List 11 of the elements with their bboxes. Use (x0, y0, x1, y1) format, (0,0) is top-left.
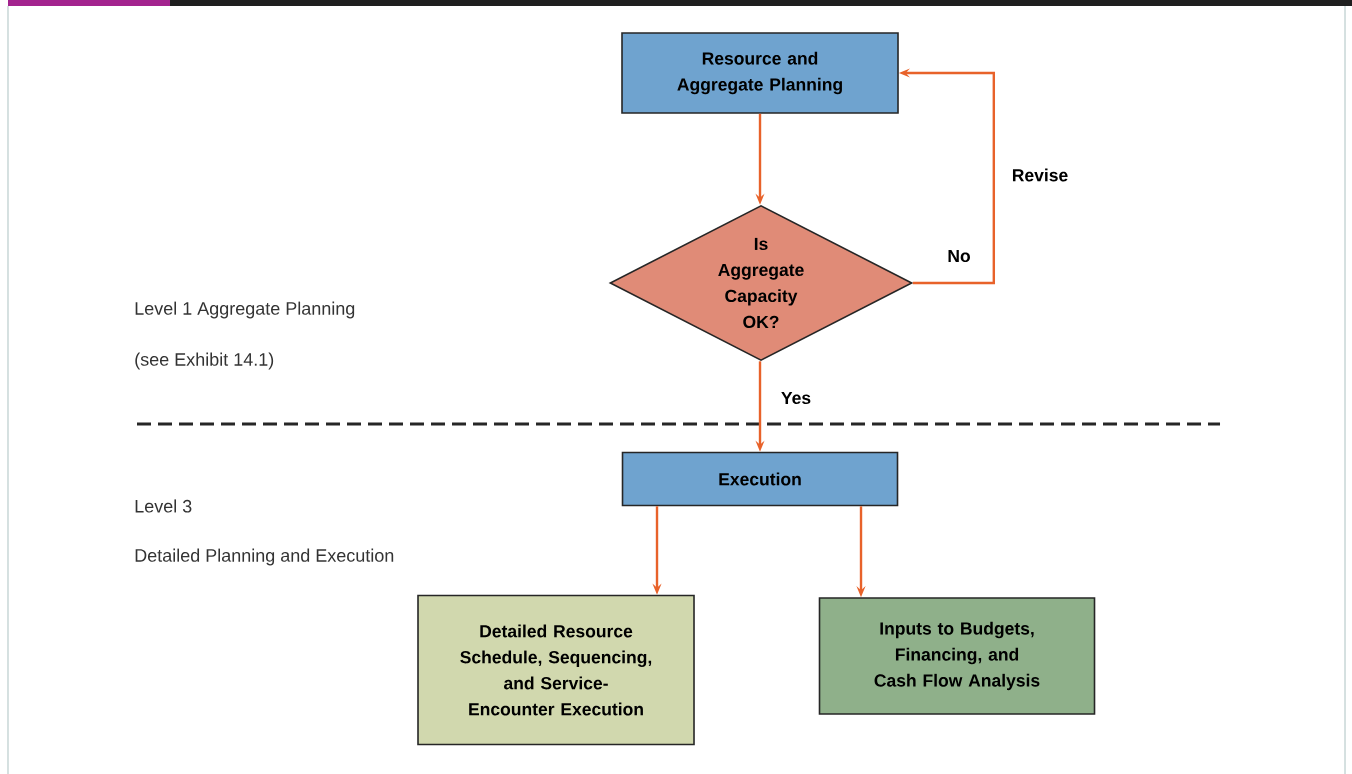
process-box: Detailed Resource Schedule, Sequencing, and Service-Encounter Execution (417, 594, 695, 746)
process-box: Resource and Aggregate Planning (621, 32, 899, 114)
edge-label: No (946, 248, 972, 264)
side-label: Revise (1012, 168, 1068, 182)
process-box: Inputs to Budgets, Financing, and Cash Flow Analysis (818, 597, 1096, 715)
level-label: Detailed Planning and Execution (135, 548, 394, 566)
process-box: Execution (621, 451, 899, 507)
level-label: Level 3 (135, 499, 192, 513)
edge-label: Yes (779, 390, 813, 406)
level-label: (see Exhibit 14.1) (135, 352, 274, 370)
level-label: Level 1 Aggregate Planning (135, 301, 355, 319)
